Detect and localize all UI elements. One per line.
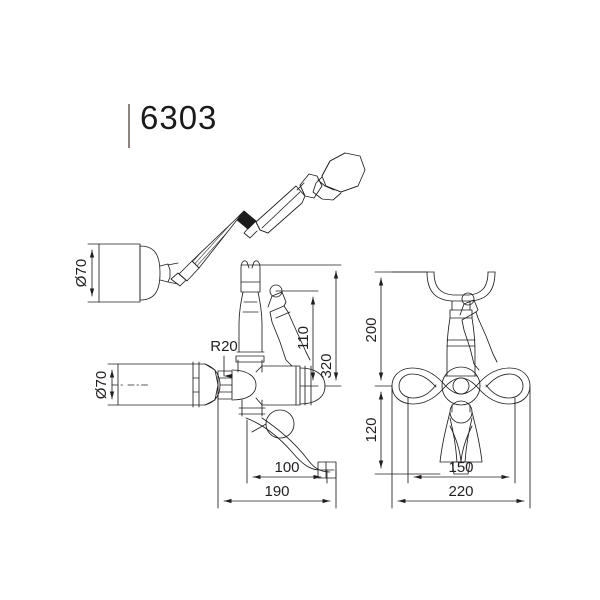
dimension-220 [391,385,531,509]
dimension-dia70-body [107,363,119,406]
lever-handle-side [267,284,311,367]
dimension-120 [374,391,441,475]
dimension-dia70-handset [87,243,100,303]
handset-neck [296,173,323,199]
flexible-hose-upper [191,210,245,269]
dimension-label-150: 150 [448,459,473,476]
handset-assembly [170,152,366,287]
shower-head-icon [312,152,366,201]
shower-cradle-side [236,260,265,353]
body-end-view [111,361,221,408]
dimension-label-dia70-handset: Ø70 [73,259,90,287]
mixer-body-front [391,271,531,475]
dimension-label-320: 320 [318,353,335,378]
dimension-320 [240,264,342,387]
dimension-190 [217,384,337,509]
dimension-label-190: 190 [264,483,289,500]
mixer-body-side [204,355,337,479]
page-title: 6303 [140,99,218,136]
hose-collar [235,210,257,230]
dimension-label-110: 110 [295,326,312,350]
dimension-100 [246,419,328,484]
dimension-110 [275,290,319,387]
dimension-150 [407,397,516,484]
dimension-label-120: 120 [363,417,380,442]
dimension-label-r20: R20 [210,338,238,355]
dimension-label-100: 100 [274,459,299,476]
handset-end-view [98,243,179,303]
dimension-label-220: 220 [448,483,473,500]
title-divider-rule [128,104,130,148]
handset-handle [243,185,306,239]
dimension-label-200: 200 [363,317,380,342]
dimension-label-dia70-body: Ø70 [93,371,110,399]
